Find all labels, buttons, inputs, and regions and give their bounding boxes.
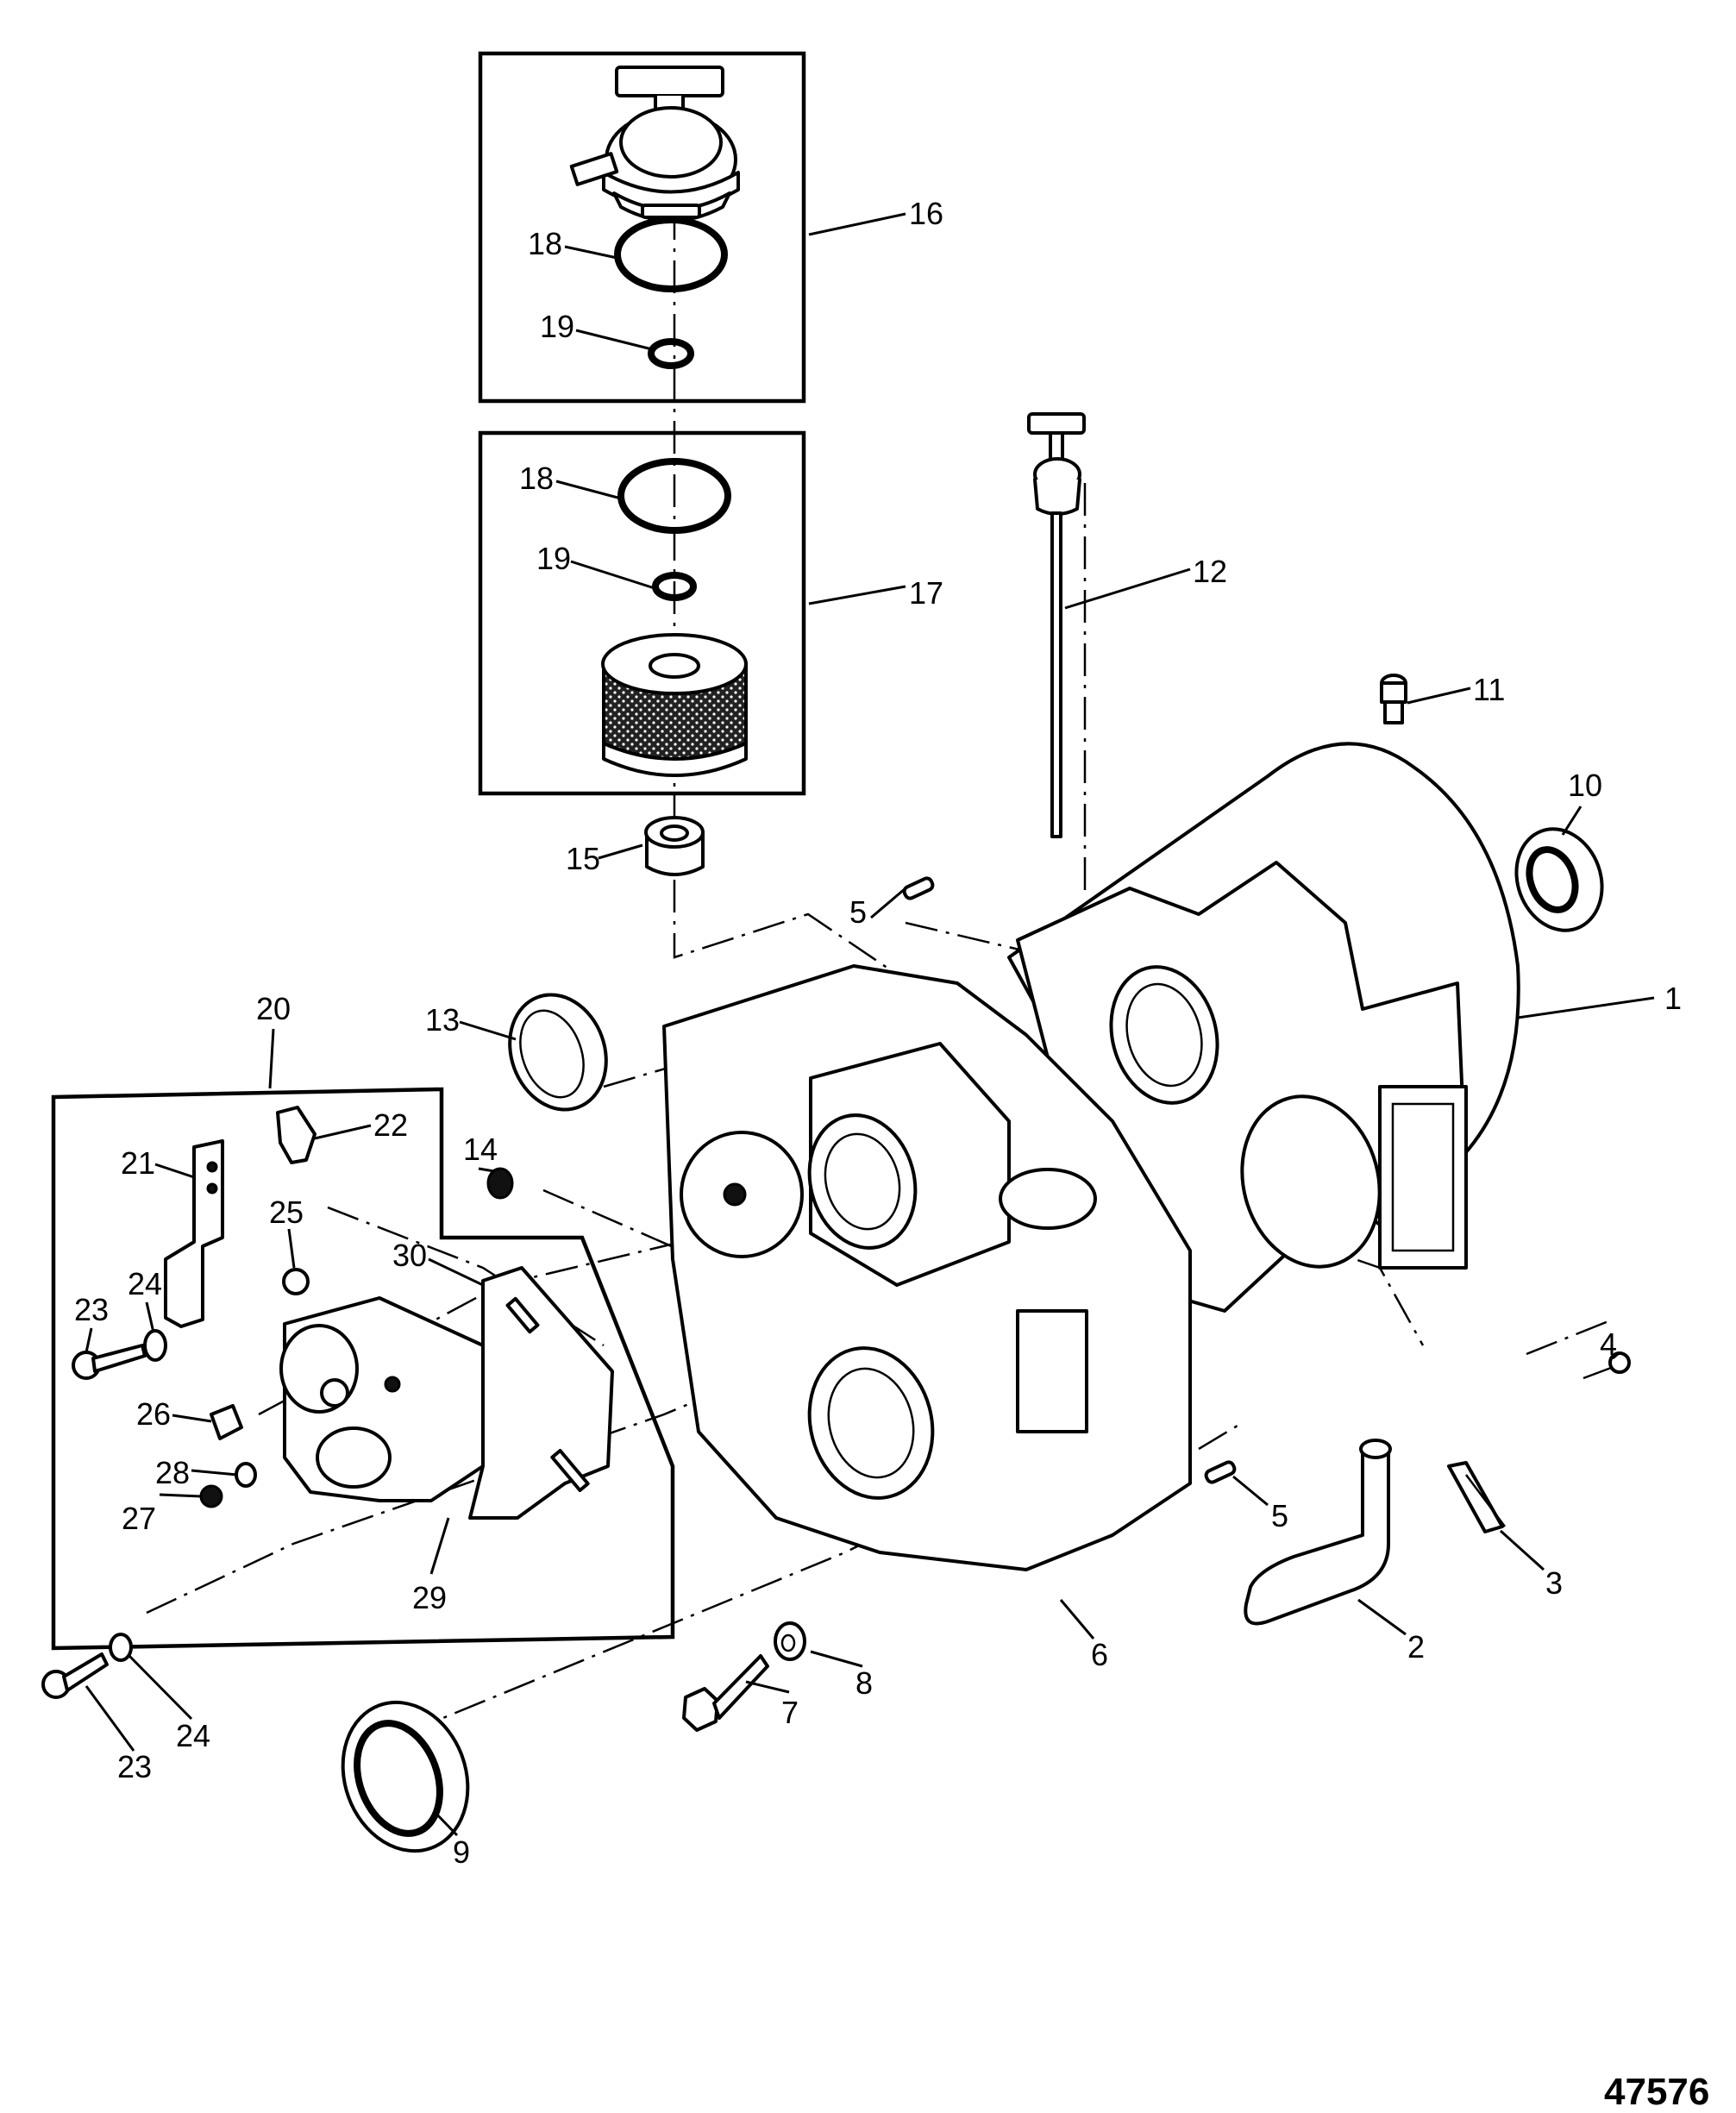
plug-14 xyxy=(486,1167,514,1200)
group-box-16 xyxy=(478,51,806,404)
callout-25: 25 xyxy=(269,1194,304,1230)
seal-10 xyxy=(1514,827,1604,932)
washer-28 xyxy=(235,1462,257,1488)
callout-13: 13 xyxy=(425,1002,460,1038)
callout-29: 29 xyxy=(412,1580,447,1615)
washer-19-lower xyxy=(652,572,697,601)
callout-16: 16 xyxy=(909,196,943,231)
group-box-17 xyxy=(478,430,806,796)
washer-8 xyxy=(774,1621,806,1661)
bolt-23-upper xyxy=(72,1344,147,1380)
callout-labels: 1 2 3 4 5 5 6 7 8 9 10 11 12 13 14 15 16… xyxy=(74,196,1682,1870)
seal-13 xyxy=(508,993,608,1112)
callout-7: 7 xyxy=(781,1695,799,1730)
nut-25 xyxy=(282,1268,310,1295)
callout-18-lower: 18 xyxy=(519,461,554,496)
callout-9: 9 xyxy=(453,1834,470,1870)
callout-6: 6 xyxy=(1091,1637,1108,1672)
bolt-7 xyxy=(682,1654,769,1732)
callout-8: 8 xyxy=(855,1665,873,1701)
front-housing-6 xyxy=(662,964,1192,1571)
callout-5-upper: 5 xyxy=(849,894,867,930)
callout-5-lower: 5 xyxy=(1271,1498,1288,1533)
figure-number: 47576 xyxy=(1604,2071,1709,2113)
callout-23-lower: 23 xyxy=(117,1749,152,1784)
group-box-20 xyxy=(51,1087,675,1651)
washer-19-upper xyxy=(648,338,694,369)
washer-24-upper xyxy=(143,1329,167,1362)
callout-27: 27 xyxy=(122,1501,156,1536)
plug-11 xyxy=(1380,674,1407,724)
valve-body-29 xyxy=(279,1296,502,1502)
hose-2 xyxy=(1244,1439,1392,1626)
bracket-21 xyxy=(164,1139,224,1328)
callout-4: 4 xyxy=(1600,1326,1617,1362)
callout-11: 11 xyxy=(1473,672,1505,707)
bushing-15 xyxy=(644,816,705,876)
dowel-pin-5-lower xyxy=(1204,1460,1237,1484)
callout-24-lower: 24 xyxy=(176,1718,210,1753)
callout-14: 14 xyxy=(463,1132,498,1167)
o-ring-18-lower xyxy=(617,458,731,534)
callout-15: 15 xyxy=(566,841,600,876)
callout-28: 28 xyxy=(155,1455,190,1490)
callout-17: 17 xyxy=(909,575,943,611)
gasket-30 xyxy=(468,1266,614,1520)
callout-19-upper: 19 xyxy=(540,309,574,344)
o-ring-18-upper xyxy=(614,216,728,292)
sensor-22 xyxy=(276,1106,316,1164)
callout-21: 21 xyxy=(121,1145,155,1181)
leader-lines xyxy=(85,212,1655,1837)
clamp-3 xyxy=(1447,1461,1506,1533)
screw-27 xyxy=(199,1484,223,1508)
oil-filter-element xyxy=(601,633,748,777)
callout-19-lower: 19 xyxy=(536,541,571,576)
callout-18-upper: 18 xyxy=(528,226,562,261)
bolt-23-lower xyxy=(41,1652,109,1699)
callout-12: 12 xyxy=(1193,554,1227,589)
dowel-pin-5-upper xyxy=(902,876,935,900)
callout-1: 1 xyxy=(1664,981,1682,1016)
callout-10: 10 xyxy=(1568,768,1602,803)
callout-3: 3 xyxy=(1545,1565,1563,1601)
callout-2: 2 xyxy=(1407,1629,1425,1665)
callout-30: 30 xyxy=(392,1238,427,1273)
filler-cap-assembly xyxy=(569,66,740,223)
plug-26 xyxy=(210,1404,243,1440)
callout-24-upper: 24 xyxy=(128,1266,162,1301)
washer-24-lower xyxy=(109,1633,133,1662)
dipstick-12 xyxy=(1027,412,1086,838)
callout-23-upper: 23 xyxy=(74,1292,109,1327)
callout-20: 20 xyxy=(256,991,291,1026)
callout-22: 22 xyxy=(373,1107,408,1143)
callout-26: 26 xyxy=(136,1396,171,1432)
